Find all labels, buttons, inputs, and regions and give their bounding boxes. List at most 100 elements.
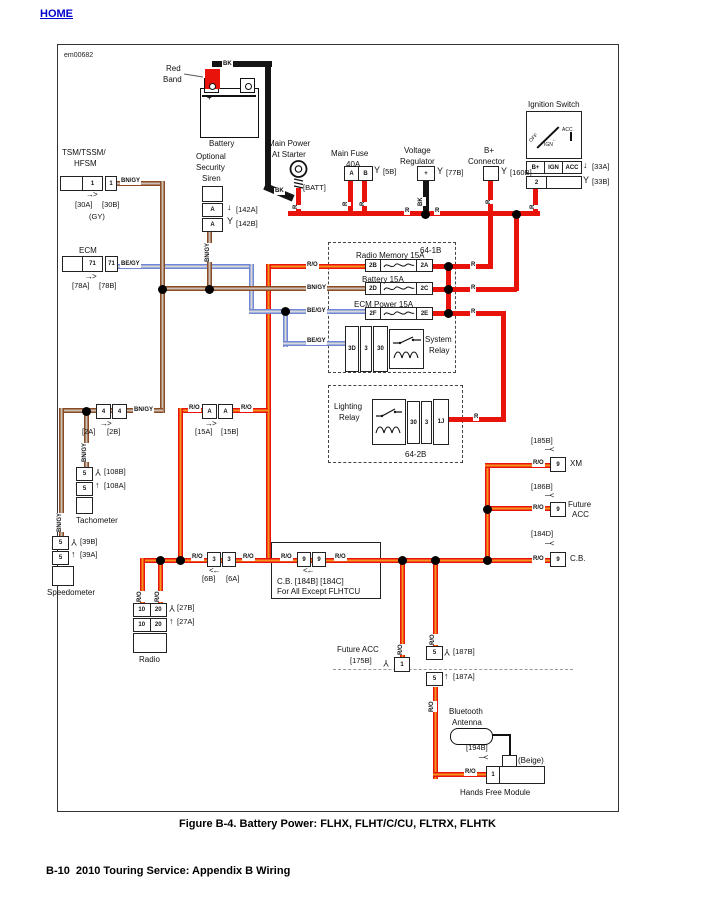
connector-pin (203, 187, 222, 201)
wire-r (433, 264, 493, 269)
connector-id-label: [187B] (453, 647, 475, 656)
connector-pin: 5 (432, 676, 437, 682)
connector-pin: B (363, 170, 368, 177)
component-label: Main Fuse (331, 149, 369, 158)
component-label: C.B. (570, 554, 586, 563)
red-band-icon (205, 69, 220, 89)
wire-color-label: BE/GY (306, 338, 327, 345)
connector-id-label: [184D] (531, 529, 554, 538)
wire-color-label: BN/GY (306, 285, 328, 292)
connector-pin: 9 (556, 506, 560, 513)
junction-dot (280, 306, 290, 316)
connector-pin: A (207, 408, 212, 415)
connector-pin: 2E (420, 310, 429, 317)
connector-pin: ACC (565, 164, 579, 171)
component-label: C.B. [184B] [184C] (277, 577, 344, 586)
connector-id-label: [2A] (82, 427, 96, 436)
component-label: Regulator (400, 157, 435, 166)
connector-arrow-icon: →> (86, 190, 98, 199)
connector-pin: 1 (109, 180, 113, 187)
connector-symbol-icon: ↑ (169, 616, 174, 626)
junction-dot (443, 308, 453, 318)
battery-terminal-label: − (243, 92, 248, 101)
connector-id-label: [78B] (99, 281, 117, 290)
connector-arrow-icon: →> (85, 272, 97, 281)
connector-pin: A (210, 207, 215, 213)
connector-id-label: [142B] (236, 219, 258, 228)
wire-r (488, 181, 493, 267)
wire-color-label: R/O (242, 554, 255, 561)
connector-id-label: [175B] (350, 656, 372, 665)
wire-color-label: R/O (240, 405, 253, 412)
junction-dot (511, 209, 521, 219)
connector-id-label: [27B] (177, 603, 195, 612)
connector-id-label: [30B] (102, 200, 120, 209)
junction-dot (420, 209, 430, 219)
wire-ro (158, 558, 163, 606)
connector-pin: 9 (317, 556, 321, 563)
wire-color-label-vertical: R/O (429, 634, 438, 645)
connector-box: 1 (486, 766, 545, 784)
connector-box: 4 (112, 404, 127, 419)
figure-id: em00682 (64, 52, 94, 59)
wire-color-label: R (473, 414, 480, 421)
component-label: Security (196, 163, 225, 172)
connector-box: A (202, 218, 223, 232)
connector-id-label: [33B] (592, 177, 610, 186)
junction-dot (443, 284, 453, 294)
connector-box: 5 (76, 467, 93, 481)
connector-box: + (417, 166, 435, 181)
wire-bk (423, 181, 429, 216)
wire-color-label: R/O (464, 769, 477, 776)
wire-color-label: R (470, 309, 477, 316)
junction-dot (81, 406, 91, 416)
connector-box: 5 (76, 482, 93, 496)
connector-pin: 9 (302, 556, 306, 563)
connector-pin: A (345, 167, 359, 180)
wire-bngy (160, 181, 165, 413)
wire-color-label: BN/GY (120, 178, 142, 185)
component-label: Battery (209, 139, 235, 148)
connector-id-label: [187A] (453, 672, 475, 681)
connector-pin: 5 (58, 540, 63, 546)
connector-pin: B+ (527, 162, 545, 173)
wire-r (296, 188, 301, 213)
connector-pin: 10 (134, 604, 151, 616)
component-label: 64-2B (405, 450, 427, 459)
connector-box (372, 399, 406, 445)
home-link[interactable]: HOME (40, 8, 73, 20)
connector-pin: 1 (400, 661, 404, 668)
wire-color-label: BK (222, 61, 233, 68)
component-label: For All Except FLHTCU (277, 587, 361, 596)
connector-box (483, 166, 499, 181)
connector-box: 5 (52, 536, 69, 550)
wire-color-label: R (404, 208, 411, 215)
wire-color-label-vertical: BN/GY (56, 512, 65, 532)
connector-box: 5 (52, 551, 69, 565)
wire-begy (283, 309, 288, 347)
connector-pin: 2D (366, 283, 381, 294)
switch-position-label: IGN (544, 142, 553, 148)
fuse-block-outline (328, 385, 463, 463)
component-label: Siren (202, 174, 221, 183)
wire-bngy (59, 408, 163, 413)
component-label: HFSM (74, 159, 97, 168)
connector-id-label: [39A] (80, 550, 98, 559)
component-label: Bluetooth (449, 707, 483, 716)
connector-box: 1J (433, 399, 449, 445)
component-label: Voltage (404, 146, 431, 155)
connector-pin: 5 (82, 471, 87, 477)
connector-box: 9 (550, 457, 566, 472)
connector-symbol-icon: Y (95, 467, 102, 477)
junction-dot (204, 284, 214, 294)
wire-ro (485, 463, 551, 468)
wire-color-label: BN/GY (133, 407, 155, 414)
wire-ro (178, 408, 183, 563)
connector-box (202, 186, 223, 202)
connector-id-label: [BATT] (303, 183, 326, 192)
connector-id-label: [78A] (72, 281, 90, 290)
component-label: Red (166, 64, 181, 73)
connector-pin (500, 767, 544, 783)
